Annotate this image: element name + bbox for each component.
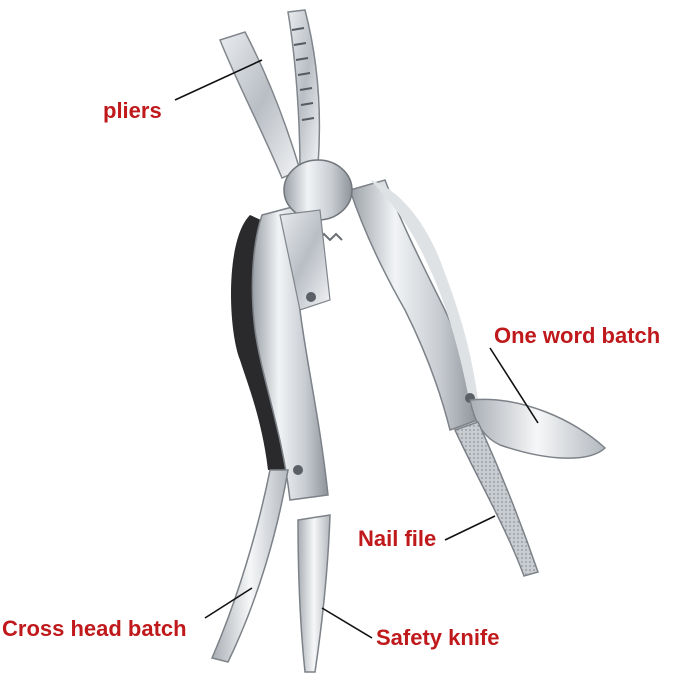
leader-cross-head-batch [204, 587, 253, 619]
leader-lines [174, 59, 539, 639]
rivet-left-handle [293, 465, 303, 475]
label-pliers: pliers [103, 98, 162, 123]
upper-link [279, 209, 331, 311]
leader-safety-knife [321, 607, 373, 639]
label-safety-knife: Safety knife [376, 625, 500, 650]
safety-knife-blade [297, 514, 331, 673]
jaw-serrations [291, 27, 315, 121]
right-handle-plate [370, 180, 478, 405]
nail-file-tool [453, 421, 539, 577]
leader-pliers [174, 59, 263, 101]
leader-one-word-batch [489, 347, 539, 424]
cross-head-tool [210, 469, 289, 663]
plier-jaw-left [219, 31, 301, 179]
label-cross-head-batch: Cross head batch [2, 616, 187, 641]
label-one-word-batch: One word batch [494, 323, 661, 348]
label-nail-file: Nail file [358, 526, 437, 551]
leader-nail-file [444, 515, 496, 541]
one-word-batch-blade [469, 398, 607, 459]
rivet-upper-left [306, 292, 316, 302]
